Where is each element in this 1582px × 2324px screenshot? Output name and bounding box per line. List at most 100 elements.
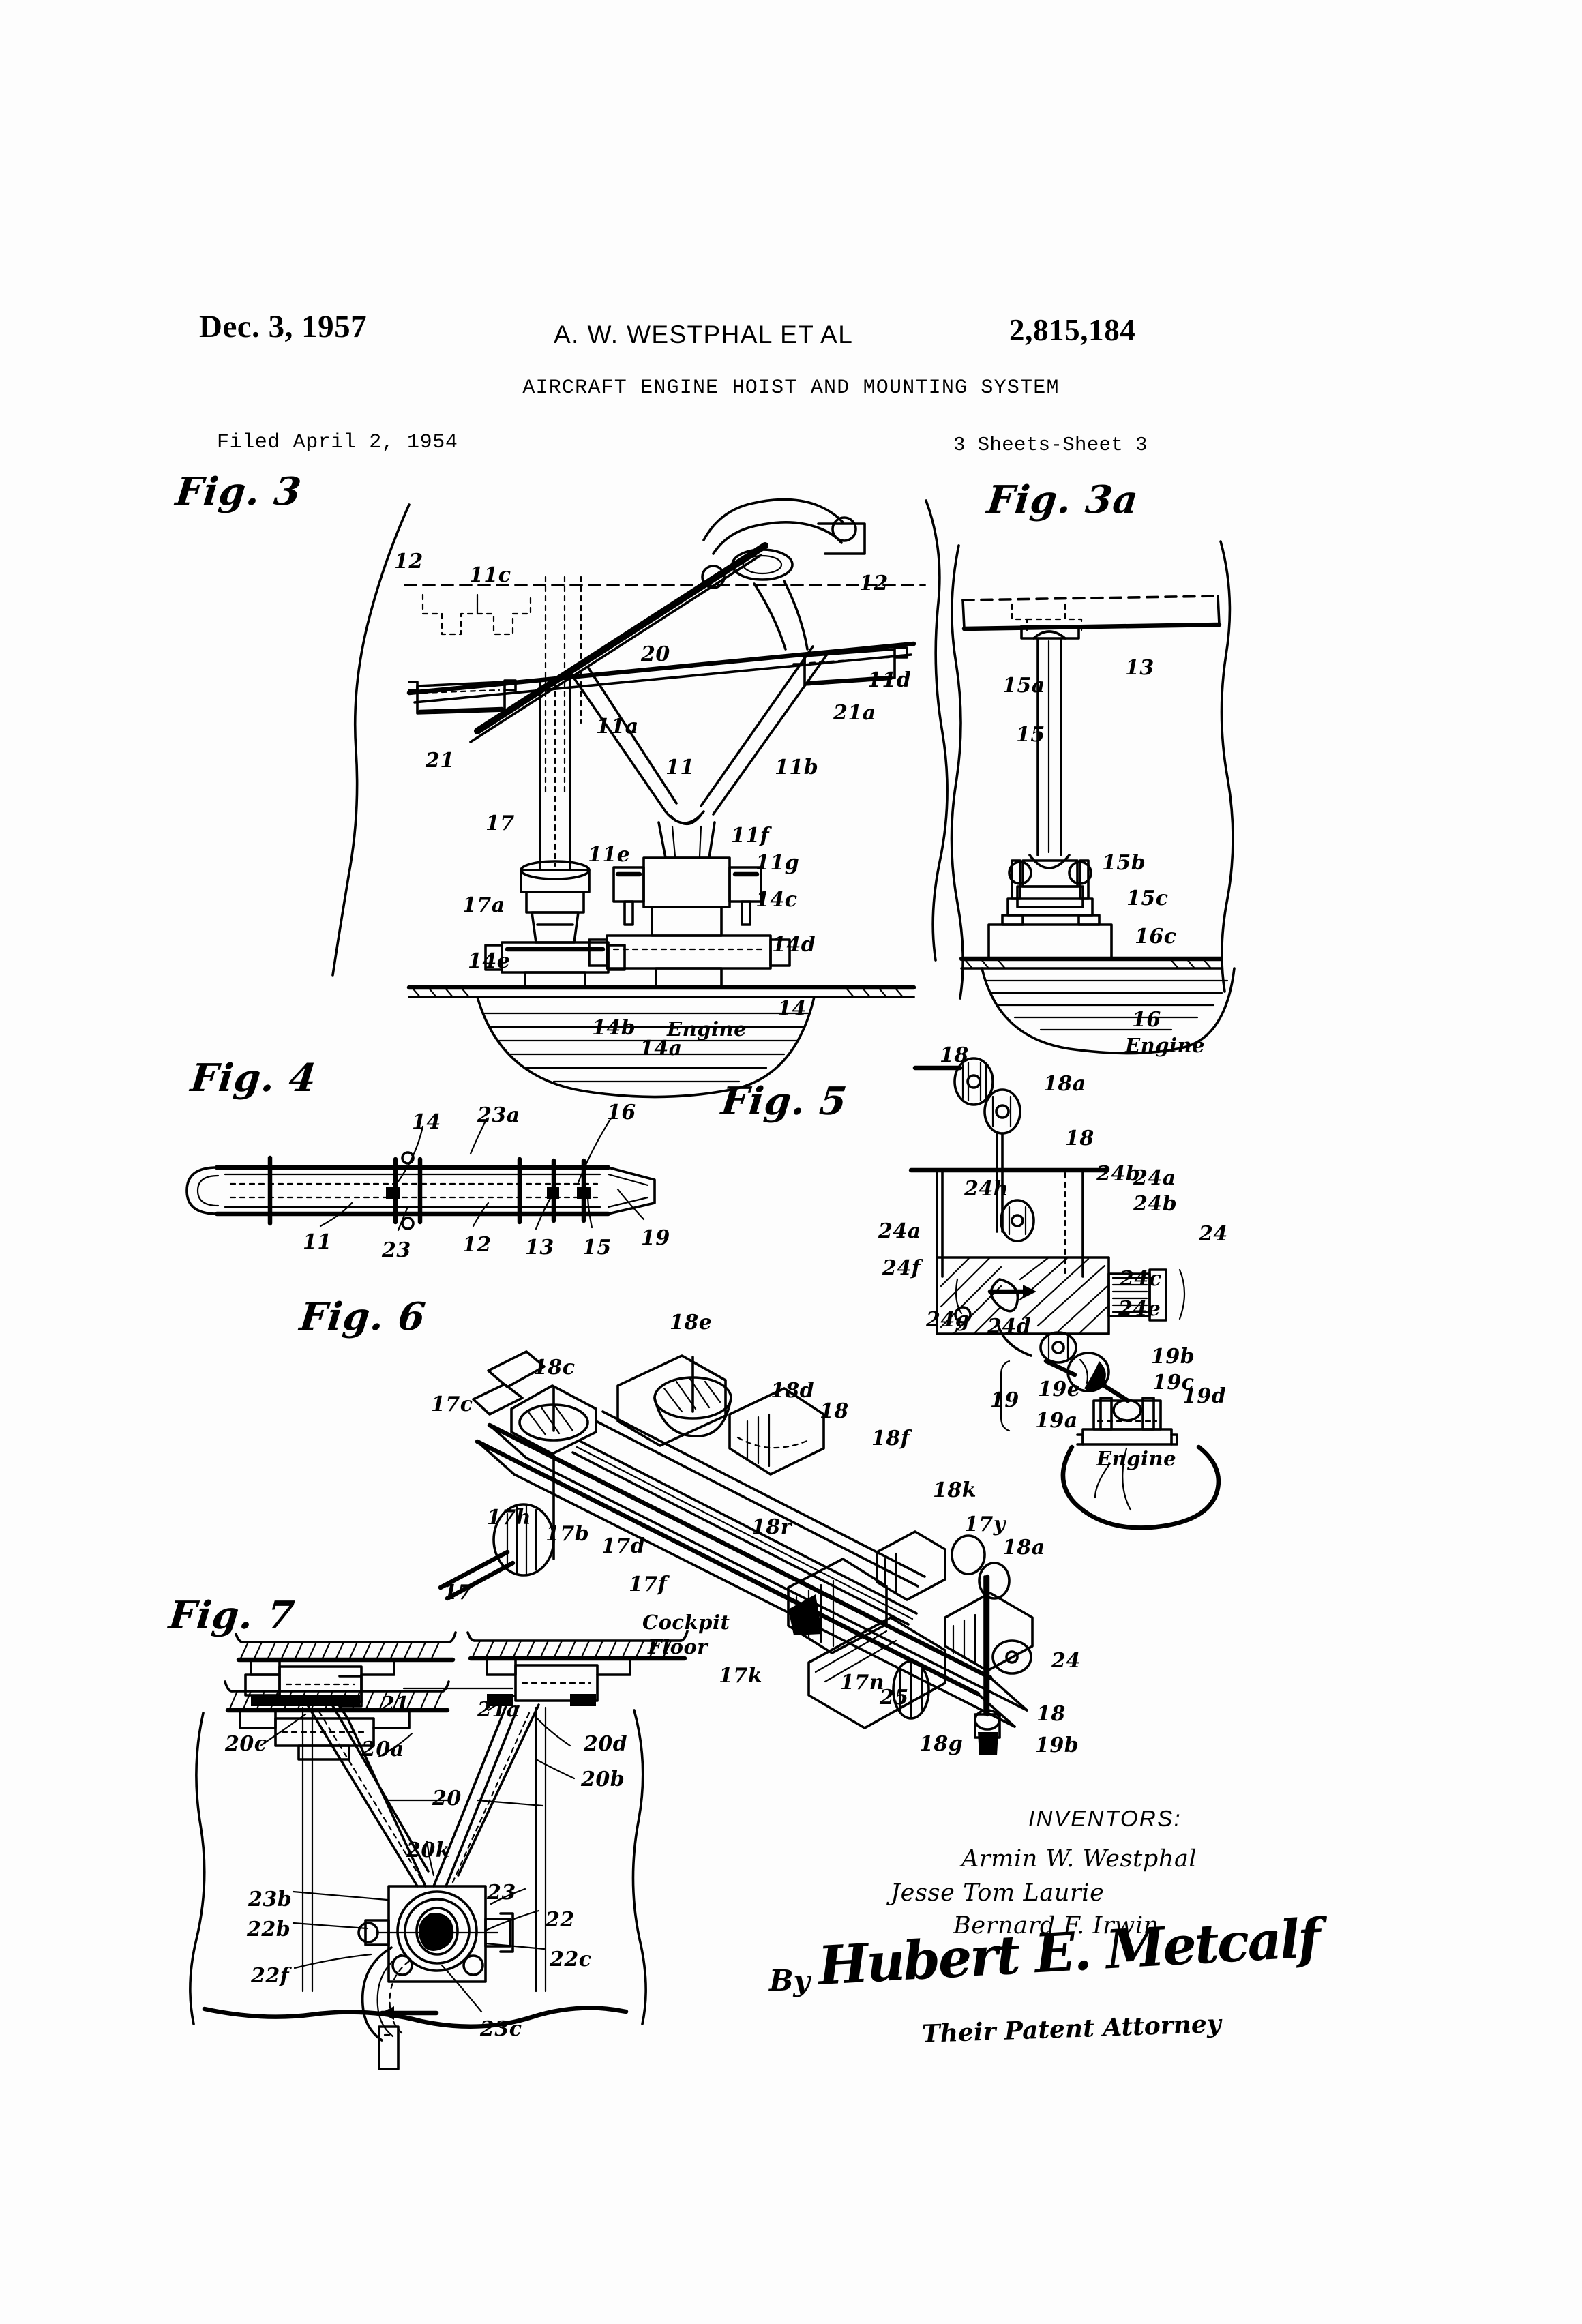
reference-numeral-fig7-23c: 23c: [480, 2017, 522, 2041]
reference-numeral-fig6-17h: 17h: [487, 1506, 532, 1530]
reference-numeral-fig3-12: 12: [394, 550, 423, 573]
reference-numeral-fig6-17f: 17f: [629, 1573, 668, 1596]
reference-numeral-fig6-18e: 18e: [670, 1311, 713, 1335]
reference-numeral-fig5-24d: 24d: [987, 1315, 1032, 1339]
reference-numeral-fig4-23a: 23a: [477, 1103, 520, 1127]
figure-title-fig3: Fig. 3: [173, 469, 304, 514]
figure-title-fig7: Fig. 7: [166, 1593, 297, 1638]
reference-numeral-fig5-engine: Engine: [1096, 1447, 1177, 1470]
inventors-label: INVENTORS:: [1028, 1806, 1182, 1831]
reference-numeral-fig3-21a: 21a: [833, 701, 876, 725]
reference-numeral-fig3-11a: 11a: [596, 715, 639, 739]
attorney-signature: Hubert E. Metcalf: [816, 1907, 1321, 1997]
figure-title-fig4: Fig. 4: [188, 1056, 319, 1101]
reference-numeral-fig3-17a: 17a: [462, 893, 505, 917]
reference-numeral-fig3a-13: 13: [1125, 656, 1154, 680]
reference-numeral-fig6-17c: 17c: [431, 1392, 473, 1416]
reference-numeral-fig7-21: 21: [380, 1693, 410, 1716]
sheet-number: 3 Sheets-Sheet 3: [953, 434, 1148, 456]
reference-numeral-fig6-18f: 18f: [871, 1427, 910, 1450]
reference-numeral-fig3-11f: 11f: [731, 824, 770, 848]
reference-numeral-fig3a-engine: Engine: [1125, 1034, 1206, 1057]
reference-numeral-fig5-18a: 18a: [1043, 1072, 1086, 1096]
reference-numeral-fig3a-15a: 15a: [1002, 674, 1045, 698]
reference-numeral-fig3-11c: 11c: [469, 563, 511, 587]
reference-numeral-fig5-19e: 19e: [1038, 1377, 1081, 1401]
reference-numeral-fig6-17n: 17n: [840, 1671, 885, 1695]
reference-numeral-fig7-20k: 20k: [406, 1838, 451, 1862]
reference-numeral-fig4-12: 12: [462, 1233, 492, 1257]
reference-numeral-fig3-17: 17: [486, 811, 515, 835]
reference-numeral-fig5-24h: 24h: [964, 1177, 1009, 1201]
reference-numeral-fig5-19: 19: [990, 1388, 1019, 1412]
reference-numeral-fig3-14c: 14c: [756, 888, 798, 912]
reference-numeral-fig6-18g: 18g: [919, 1732, 964, 1756]
reference-numeral-fig7-20c: 20c: [225, 1732, 267, 1756]
patent-title: AIRCRAFT ENGINE HOIST AND MOUNTING SYSTE…: [522, 376, 1060, 400]
attorney-role: Their Patent Attorney: [921, 2009, 1222, 2049]
reference-numeral-fig5-24g: 24g: [926, 1308, 970, 1332]
reference-numeral-fig4-19: 19: [641, 1226, 670, 1250]
reference-numeral-fig6-24: 24: [1051, 1649, 1081, 1673]
reference-numeral-fig5-24: 24: [1199, 1222, 1228, 1246]
reference-numeral-fig3a-16: 16: [1132, 1008, 1161, 1032]
reference-numeral-fig7-20a: 20a: [361, 1738, 404, 1761]
reference-numeral-fig3-11d: 11d: [867, 668, 912, 692]
reference-numeral-fig7-22: 22: [546, 1908, 575, 1932]
figure-title-fig3a: Fig. 3a: [985, 477, 1141, 522]
reference-numeral-fig6-17y: 17y: [964, 1513, 1006, 1536]
reference-numeral-fig5-18: 18: [940, 1043, 969, 1067]
reference-numeral-fig6-17: 17: [443, 1581, 473, 1605]
filing-date: Filed April 2, 1954: [217, 431, 458, 454]
inventor-name-2: Jesse Tom Laurie: [891, 1879, 1105, 1907]
reference-numeral-fig3a-15: 15: [1016, 723, 1045, 747]
figure-title-fig5: Fig. 5: [719, 1079, 850, 1124]
figure-3a-artwork: [950, 540, 1236, 1055]
reference-numeral-fig5-24a: 24a: [1133, 1166, 1176, 1190]
reference-numeral-fig6-18r: 18r: [751, 1515, 792, 1539]
reference-numeral-fig3-14d: 14d: [772, 933, 816, 957]
reference-numeral-fig3-engine: Engine: [667, 1017, 747, 1041]
reference-numeral-fig5-19d: 19d: [1182, 1384, 1227, 1408]
reference-numeral-fig6-19b: 19b: [1035, 1733, 1079, 1757]
reference-numeral-fig7-20b: 20b: [581, 1768, 625, 1791]
reference-numeral-fig6-25: 25: [880, 1686, 909, 1710]
reference-numeral-fig6-18c: 18c: [533, 1356, 576, 1380]
reference-numeral-fig7-23b: 23b: [248, 1888, 293, 1911]
reference-numeral-fig7-20d: 20d: [584, 1732, 628, 1756]
reference-numeral-fig4-15: 15: [582, 1236, 612, 1260]
reference-numeral-fig3-14: 14: [777, 997, 807, 1021]
reference-numeral-fig6-18: 18: [820, 1399, 849, 1423]
patent-number: 2,815,184: [1009, 313, 1136, 347]
reference-numeral-fig7-21a: 21a: [477, 1698, 520, 1722]
reference-numeral-fig7-22c: 22c: [550, 1948, 592, 1971]
reference-numeral-fig7-22f: 22f: [251, 1964, 290, 1988]
reference-numeral-fig7-22b: 22b: [247, 1918, 291, 1941]
reference-numeral-fig6-18k: 18k: [933, 1478, 977, 1502]
reference-numeral-fig3a-15b: 15b: [1102, 851, 1146, 875]
reference-numeral-fig4-23: 23: [382, 1238, 411, 1262]
reference-numeral-fig3-12: 12: [859, 571, 889, 595]
figure-3-artwork: [331, 498, 949, 1099]
reference-numeral-fig6-17d: 17d: [601, 1534, 646, 1558]
reference-numeral-fig6-floor: Floor: [648, 1635, 708, 1658]
figure-title-fig6: Fig. 6: [297, 1294, 428, 1339]
publication-date: Dec. 3, 1957: [199, 309, 368, 344]
reference-numeral-fig7-20: 20: [432, 1787, 462, 1811]
reference-numeral-fig6-17k: 17k: [719, 1664, 763, 1688]
reference-numeral-fig5-24c: 24c: [1120, 1267, 1162, 1291]
reference-numeral-fig3-20: 20: [641, 642, 670, 666]
reference-numeral-fig6-18d: 18d: [771, 1379, 815, 1403]
reference-numeral-fig7-23: 23: [487, 1881, 516, 1905]
reference-numeral-fig5-24b: 24b: [1096, 1162, 1141, 1186]
reference-numeral-fig5-24f: 24f: [882, 1256, 921, 1280]
reference-numeral-fig3a-16c: 16c: [1135, 925, 1177, 949]
reference-numeral-fig3-11e: 11e: [588, 843, 631, 867]
reference-numeral-fig4-14: 14: [412, 1110, 441, 1134]
reference-numeral-fig4-16: 16: [607, 1101, 636, 1124]
reference-numeral-fig6-18a: 18a: [1002, 1536, 1045, 1560]
reference-numeral-fig6-17b: 17b: [546, 1522, 590, 1546]
reference-numeral-fig3-21: 21: [426, 749, 455, 773]
reference-numeral-fig5-24a: 24a: [878, 1219, 921, 1243]
